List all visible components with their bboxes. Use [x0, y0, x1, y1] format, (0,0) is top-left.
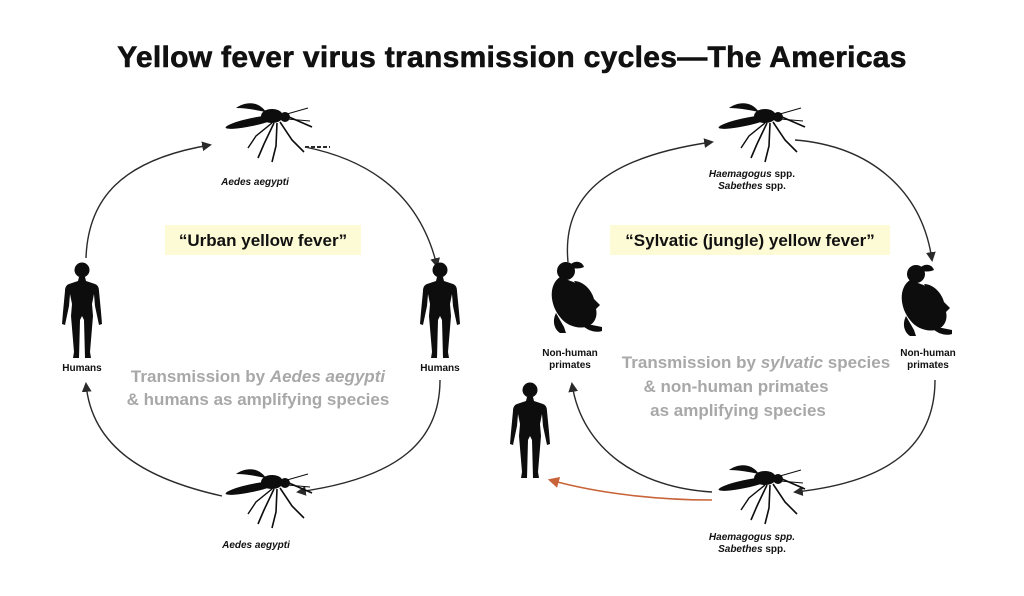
sylvatic-top-vector-line1: Haemagogus spp. — [709, 169, 795, 180]
sylvatic-left-host-line2: primates — [549, 360, 591, 371]
urban-cycle-name: “Urban yellow fever” — [179, 231, 347, 250]
urban-left-host-label: Humans — [62, 363, 102, 374]
sylvatic-name-highlight — [610, 225, 890, 255]
urban-description-line2: & humans as amplifying species — [127, 390, 390, 409]
arc-spillover-to-human — [547, 477, 713, 501]
mosquito-icon — [223, 102, 313, 163]
human-icon — [510, 382, 550, 478]
monkey-icon — [551, 261, 602, 333]
urban-description-line1: Transmission by Aedes aegypti — [131, 367, 386, 386]
sylvatic-description-line3: as amplifying species — [650, 401, 826, 420]
sylvatic-left-host-line1: Non-human — [542, 348, 598, 359]
arc-urban-top-right — [304, 146, 440, 268]
human-icon — [62, 262, 102, 358]
arc-sylvatic-top-right — [794, 139, 936, 262]
mosquito-icon — [223, 468, 313, 529]
sylvatic-right-host-line2: primates — [907, 360, 949, 371]
monkey-icon — [901, 264, 952, 336]
sylvatic-bottom-vector-line2: Sabethes spp. — [718, 544, 786, 555]
sylvatic-right-host-line1: Non-human — [900, 348, 956, 359]
mosquito-icon — [716, 464, 806, 525]
mosquito-icon — [716, 102, 806, 163]
urban-top-vector-label: Aedes aegypti — [220, 177, 289, 188]
arc-urban-top-left — [85, 141, 212, 259]
sylvatic-description-line1: Transmission by sylvatic species — [622, 353, 890, 372]
page-title: Yellow fever virus transmission cycles—T… — [117, 41, 907, 74]
arc-urban-bottom-right — [296, 379, 441, 496]
arc-urban-bottom-left — [81, 382, 223, 497]
sylvatic-cycle: Haemagogus spp. Sabethes spp. Haemagogus… — [510, 102, 956, 555]
urban-right-host-label: Humans — [420, 363, 460, 374]
urban-cycle: Aedes aegypti Aedes aegypti Humans Human… — [62, 102, 460, 551]
arc-sylvatic-bottom-left — [568, 382, 713, 493]
arc-sylvatic-bottom-right — [793, 379, 936, 497]
sylvatic-description-line2: & non-human primates — [643, 377, 828, 396]
sylvatic-top-vector-line2: Sabethes spp. — [718, 181, 786, 192]
sylvatic-bottom-vector-line1: Haemagogus spp. — [709, 532, 795, 543]
sylvatic-cycle-name: “Sylvatic (jungle) yellow fever” — [625, 231, 874, 250]
arc-sylvatic-top-left — [566, 138, 714, 263]
urban-name-highlight — [165, 225, 361, 255]
human-icon — [420, 262, 460, 358]
urban-bottom-vector-label: Aedes aegypti — [221, 540, 290, 551]
